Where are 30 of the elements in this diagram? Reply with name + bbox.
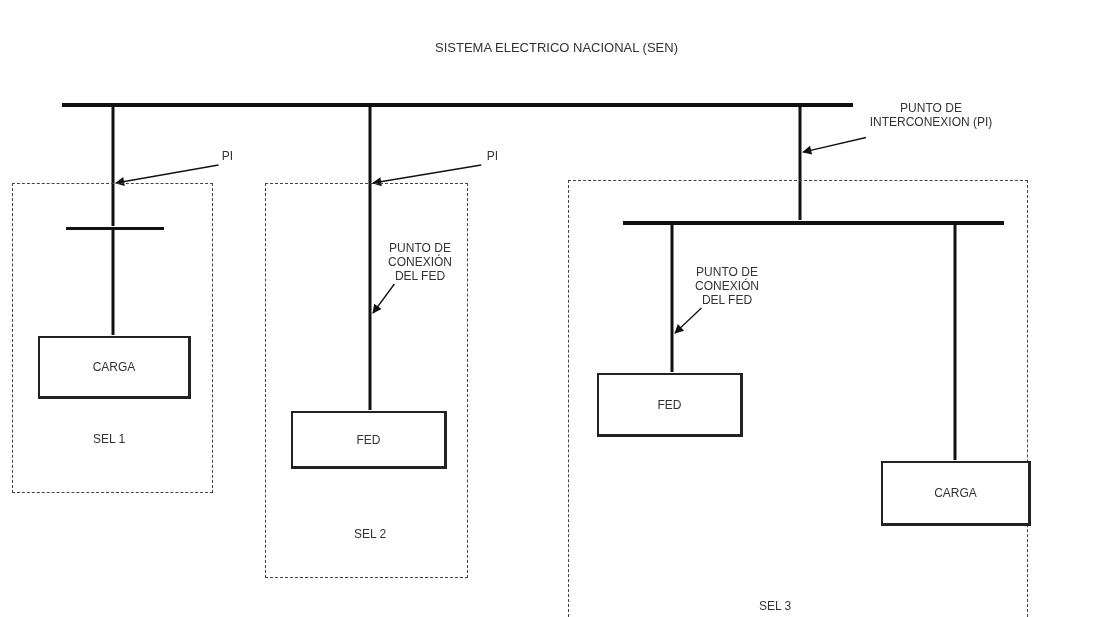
connection-line	[670, 224, 674, 372]
connection-line	[953, 224, 957, 460]
callout-text: PI	[205, 147, 250, 165]
bus-bar	[623, 221, 1004, 225]
leader-arrow	[372, 283, 396, 314]
callout-text: PUNTO DE CONEXIÓN DEL FED	[686, 263, 768, 309]
callout-text: PI	[470, 147, 515, 165]
equipment-box: CARGA	[38, 336, 191, 399]
leader-arrow	[372, 164, 482, 187]
connection-line	[798, 107, 802, 220]
callout-text: PUNTO DE INTERCONEXION (PI)	[866, 90, 996, 140]
callout-text: PUNTO DE CONEXIÓN DEL FED	[379, 239, 461, 285]
region-label: SEL 1	[93, 432, 126, 446]
equipment-box: FED	[597, 373, 743, 437]
connection-line	[111, 229, 115, 335]
connection-line	[368, 107, 372, 410]
region-label: SEL 3	[759, 599, 792, 613]
dashed-region	[265, 183, 468, 578]
leader-arrow	[115, 164, 220, 187]
leader-arrow	[674, 307, 703, 334]
bus-bar	[62, 103, 853, 107]
dashed-region	[12, 183, 213, 493]
dashed-region	[568, 180, 1028, 617]
equipment-box: CARGA	[881, 461, 1031, 526]
region-label: SEL 2	[354, 527, 387, 541]
leader-arrow	[802, 136, 867, 155]
diagram-title: SISTEMA ELECTRICO NACIONAL (SEN)	[434, 40, 679, 55]
bus-bar	[66, 227, 164, 230]
connection-line	[111, 107, 115, 226]
equipment-box: FED	[291, 411, 447, 469]
